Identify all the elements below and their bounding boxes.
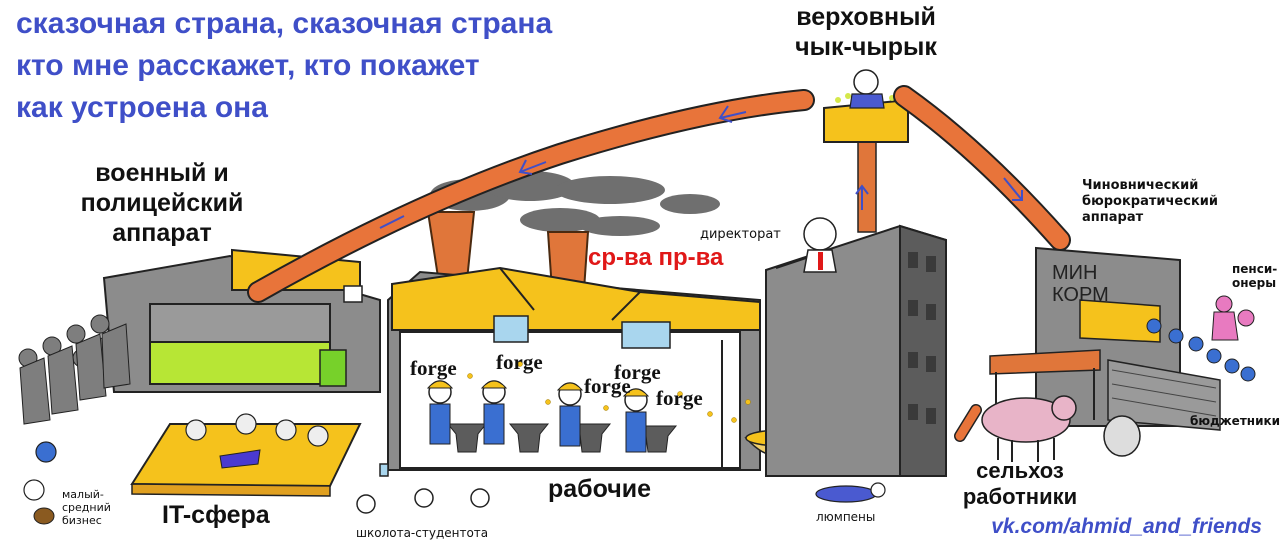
ministry-building (1035, 246, 1221, 431)
means-of-production-label: ср-ва пр-ва (588, 244, 724, 271)
lumpen-label: люмпены (816, 510, 876, 524)
military-police-building (102, 248, 381, 393)
pensioner-crowd (1211, 295, 1255, 341)
military-label: военный и полицейский аппарат (80, 159, 244, 247)
directorate-tower (765, 217, 947, 477)
anvils (446, 423, 678, 453)
lumpen-figure (815, 482, 886, 503)
business-figures (23, 441, 57, 525)
agriculture-label: сельхоз работники (962, 458, 1078, 509)
directorate-label: директорат (700, 227, 781, 242)
song-line-3: как устроена она (16, 91, 268, 124)
it-sandbox (130, 413, 362, 497)
business-label: малый- средний бизнес (62, 488, 111, 527)
supreme-label: верховный чык-чырык (795, 3, 937, 61)
bureaucracy-label: Чиновнический бюрократический аппарат (1082, 178, 1218, 225)
budget-workers-label: бюджетники (1190, 414, 1280, 428)
forge-label: forge (410, 356, 457, 380)
forge-label: forge (656, 386, 703, 410)
workers-label: рабочие (548, 475, 652, 503)
song-line-1: сказочная страна, сказочная страна (16, 7, 553, 40)
farm (981, 349, 1141, 462)
pipes (247, 85, 1071, 442)
ministry-sign: МИН КОРМ (1052, 262, 1109, 306)
budget-crowd (1146, 318, 1256, 382)
it-label: IT-сфера (162, 501, 270, 529)
signature-link[interactable]: vk.com/ahmid_and_friends (991, 515, 1262, 538)
pensioners-label: пенси- онеры (1232, 262, 1278, 290)
factory-chimneys (426, 211, 590, 291)
song-line-2: кто мне расскажет, кто покажет (16, 49, 480, 82)
students (356, 463, 490, 514)
coins (467, 361, 751, 423)
forge-label: forge (496, 350, 543, 374)
workers (426, 380, 650, 453)
forge-label: forge (584, 374, 631, 398)
students-label: школота-студентота (356, 526, 489, 540)
forge-label: forge (614, 360, 661, 384)
riot-police-crowd (18, 314, 131, 425)
pipe-arrows (379, 105, 1023, 229)
